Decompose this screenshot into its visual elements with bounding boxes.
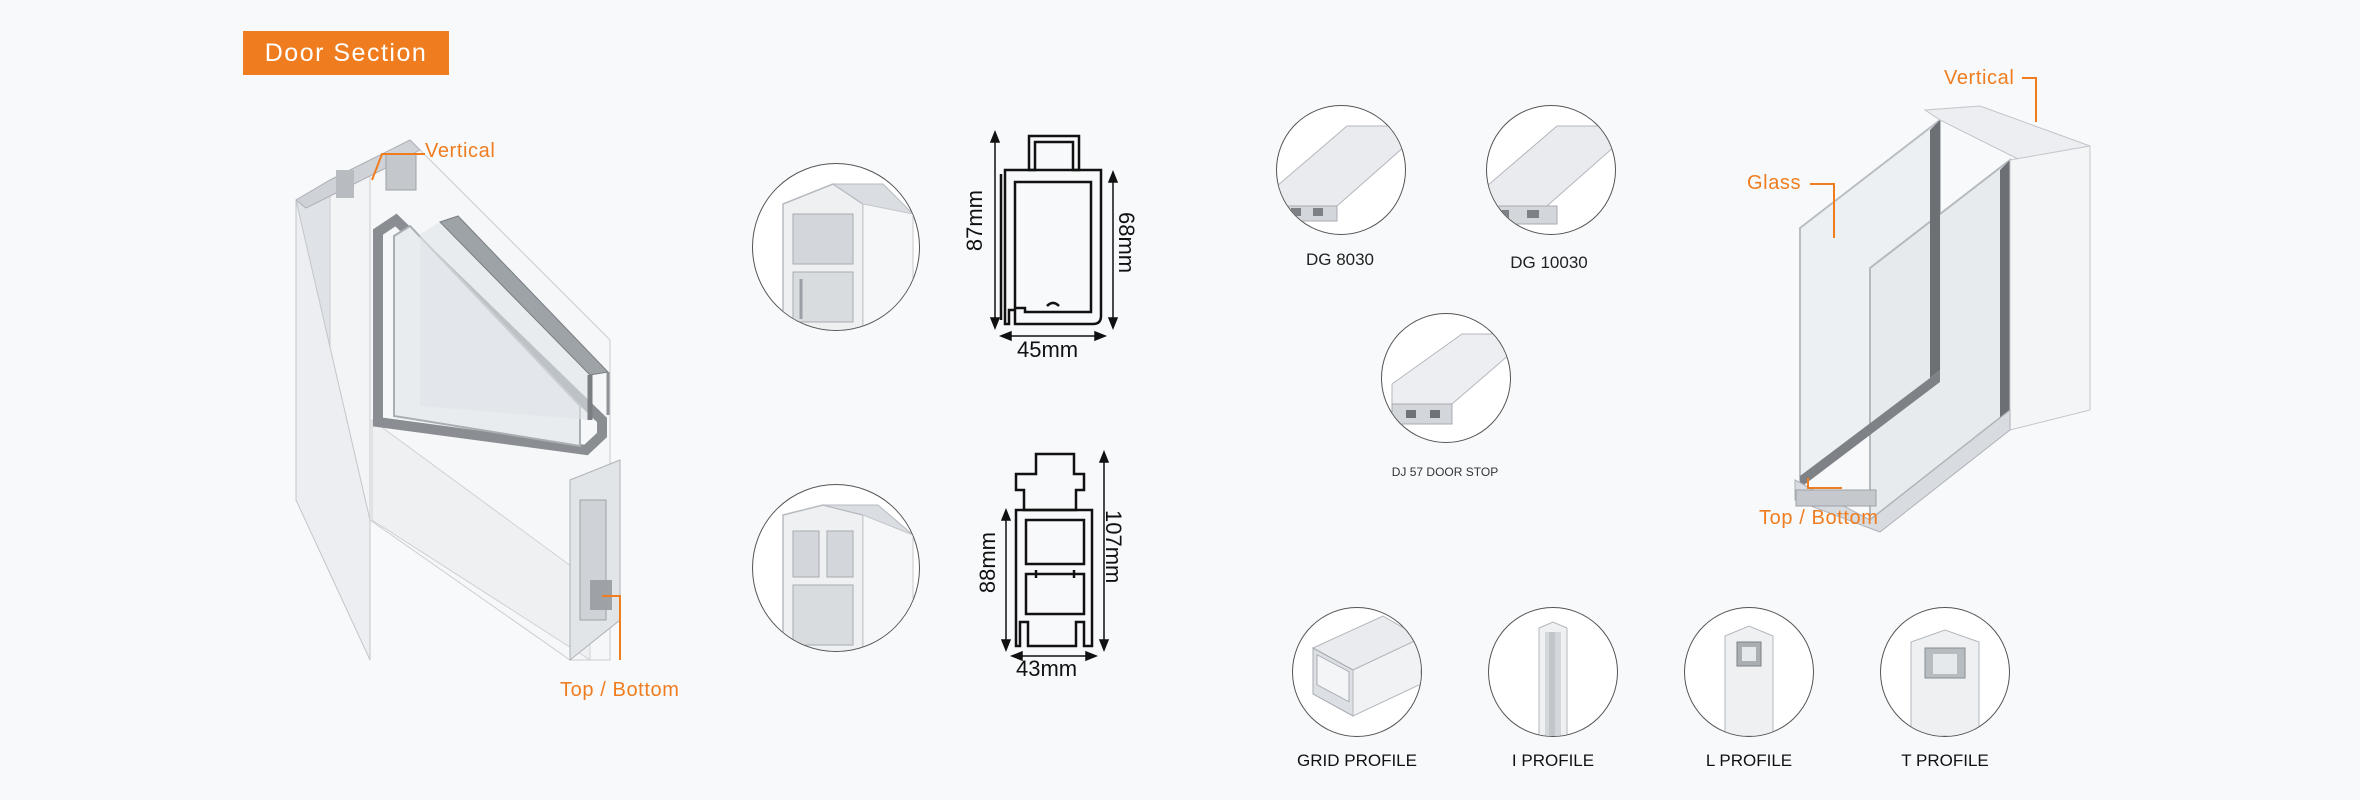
glass-leader-line	[1810, 183, 1835, 238]
l-profile-label: L PROFILE	[1705, 751, 1793, 770]
right-vertical-leader-line	[2022, 77, 2037, 122]
top-bottom-leader-line	[602, 595, 621, 660]
lower-profile-render	[782, 504, 914, 651]
gasket-dg8030-circle	[1276, 105, 1406, 235]
door-stop-dj57-render	[1391, 333, 1510, 425]
upper-profile-width-label: 45mm	[1017, 337, 1079, 362]
gasket-dg8030-label: DG 8030	[1305, 250, 1375, 269]
i-profile-label: I PROFILE	[1511, 751, 1595, 770]
i-profile-render	[1538, 621, 1568, 736]
upper-profile-height-left-label: 87mm	[962, 190, 987, 252]
lower-profile-height-right-label: 107mm	[1101, 510, 1126, 584]
glass-callout-label: Glass	[1747, 172, 1802, 194]
vertical-callout-label: Vertical	[425, 140, 496, 162]
door-stop-dj57-label: DJ 57 DOOR STOP	[1391, 465, 1499, 479]
right-top-bottom-leader-line	[1807, 478, 1842, 489]
t-profile-label: T PROFILE	[1901, 751, 1989, 770]
upper-profile-render	[782, 183, 915, 330]
gasket-dg10030-render	[1487, 125, 1615, 225]
glass-panel-illustration	[1794, 105, 2091, 533]
gasket-dg10030-label: DG 10030	[1510, 253, 1588, 272]
door-frame-corner-illustration	[295, 139, 621, 662]
l-profile-render	[1724, 625, 1774, 736]
upper-profile-detail-circle	[752, 163, 920, 331]
upper-profile-dimension-lines	[989, 129, 1119, 342]
lower-profile-height-left-label: 88mm	[975, 532, 1000, 594]
t-profile-render	[1910, 629, 1980, 736]
door-stop-dj57-circle	[1381, 313, 1511, 443]
lower-profile-width-label: 43mm	[1016, 656, 1078, 681]
grid-profile-label: GRID PROFILE	[1297, 751, 1417, 770]
upper-profile-height-right-label: 68mm	[1114, 212, 1139, 274]
l-profile-circle	[1684, 607, 1814, 737]
lower-profile-section-drawing	[1014, 452, 1094, 648]
lower-profile-detail-circle	[752, 484, 920, 652]
right-vertical-callout-label: Vertical	[1944, 67, 2015, 89]
right-top-bottom-callout-label: Top / Bottom	[1759, 507, 1879, 529]
page-title: Door Section	[243, 31, 449, 75]
top-bottom-callout-label: Top / Bottom	[560, 679, 680, 701]
grid-profile-render	[1311, 615, 1421, 717]
vertical-leader-line	[371, 153, 425, 181]
i-profile-circle	[1488, 607, 1618, 737]
upper-profile-section-drawing	[999, 134, 1103, 326]
grid-profile-circle	[1292, 607, 1422, 737]
gasket-dg8030-render	[1277, 125, 1405, 222]
gasket-dg10030-circle	[1486, 105, 1616, 235]
lower-profile-dimension-lines	[1000, 449, 1110, 662]
t-profile-circle	[1880, 607, 2010, 737]
